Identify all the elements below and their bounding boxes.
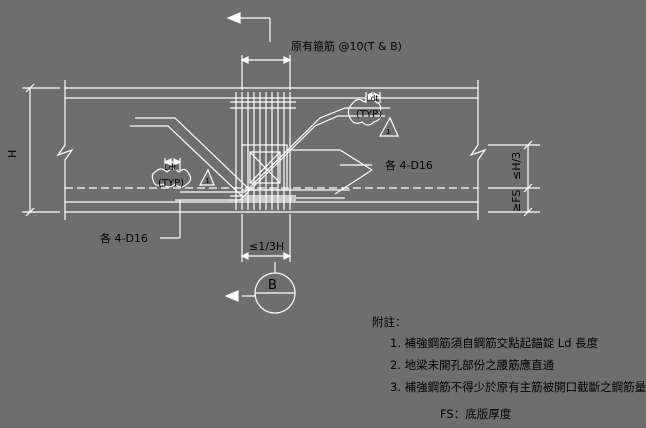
- height-label: H: [6, 150, 19, 158]
- dim-fs-label: ≥FS: [510, 190, 523, 212]
- note-item-2: 2. 地梁未開孔部份之腰筋應直通: [390, 358, 555, 372]
- break-line-left: [56, 80, 74, 220]
- ldt-right-label: Ldt: [366, 94, 379, 103]
- note-item-1: 1. 補強鋼筋須自鋼筋交點起錨錠 Ld 長度: [390, 336, 599, 350]
- typ-cloud-left: [151, 168, 192, 188]
- notes-heading: 附註：: [372, 315, 407, 329]
- dim-third-h-label: ≤1/3H: [249, 240, 284, 253]
- section-arrow-bottom: [224, 290, 239, 302]
- opening-hole: [249, 151, 281, 184]
- top-rebar-label: 原有箍筋 @10(T & B): [291, 39, 402, 53]
- tri-left-label: 1: [205, 177, 209, 185]
- note-fs: FS：底版厚度: [440, 407, 512, 421]
- tri-right-label: 1: [386, 128, 390, 136]
- diagonal-rebars: [130, 107, 390, 201]
- ldt-left-label: Ldt: [164, 163, 177, 172]
- break-line-right: [469, 80, 487, 220]
- rebar-left-label: 各 4-D16: [100, 231, 148, 245]
- tri-marker-right: [378, 116, 399, 137]
- typ-right-label: (TYP): [356, 109, 382, 120]
- typ-left-label: (TYP): [158, 178, 184, 189]
- note-item-3: 3. 補強鋼筋不得少於原有主筋被開口截斷之鋼筋量: [390, 380, 646, 394]
- rebar-right-label: 各 4-D16: [385, 158, 433, 172]
- typ-cloud-right: [347, 98, 382, 126]
- section-letter: B: [268, 278, 277, 293]
- tri-marker-left: [199, 168, 215, 186]
- section-arrow-top: [226, 12, 241, 24]
- dim-h3-label: ≤H/3: [510, 152, 523, 180]
